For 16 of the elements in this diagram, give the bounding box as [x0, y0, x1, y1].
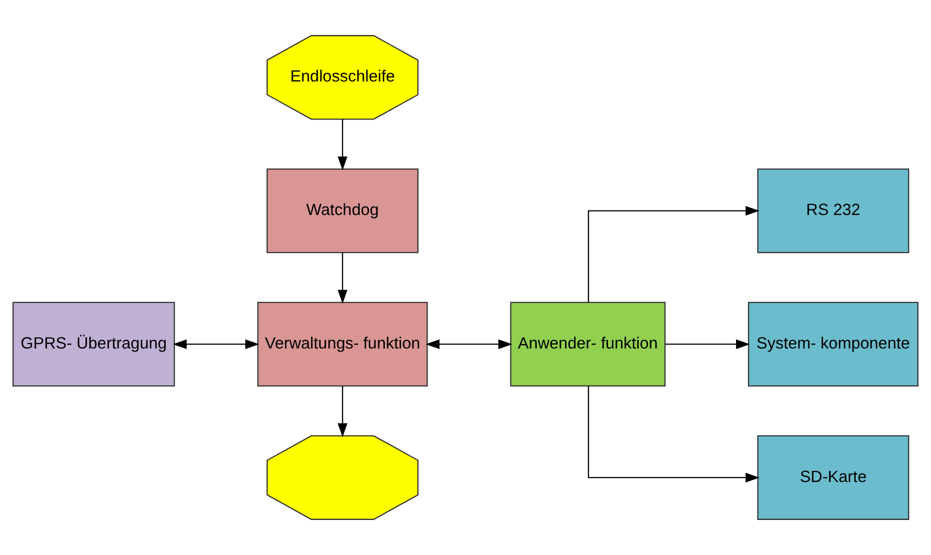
arrow — [338, 119, 348, 170]
arrow — [426, 339, 512, 350]
arrow — [665, 339, 750, 350]
node-box: System- komponente — [748, 302, 918, 387]
node-box: Verwaltungs- funktion — [257, 302, 428, 387]
arrow — [172, 339, 260, 350]
arrow — [588, 386, 760, 482]
node-box: GPRS- Übertragung — [12, 302, 175, 387]
arrow — [338, 386, 348, 438]
node-box: Watchdog — [266, 168, 419, 254]
node-box: SD-Karte — [757, 435, 910, 520]
node-box: Anwender- funktion — [510, 302, 666, 387]
node-octagon — [266, 435, 419, 520]
arrow — [588, 206, 760, 302]
arrow — [338, 252, 348, 304]
node-box: RS 232 — [757, 168, 910, 254]
